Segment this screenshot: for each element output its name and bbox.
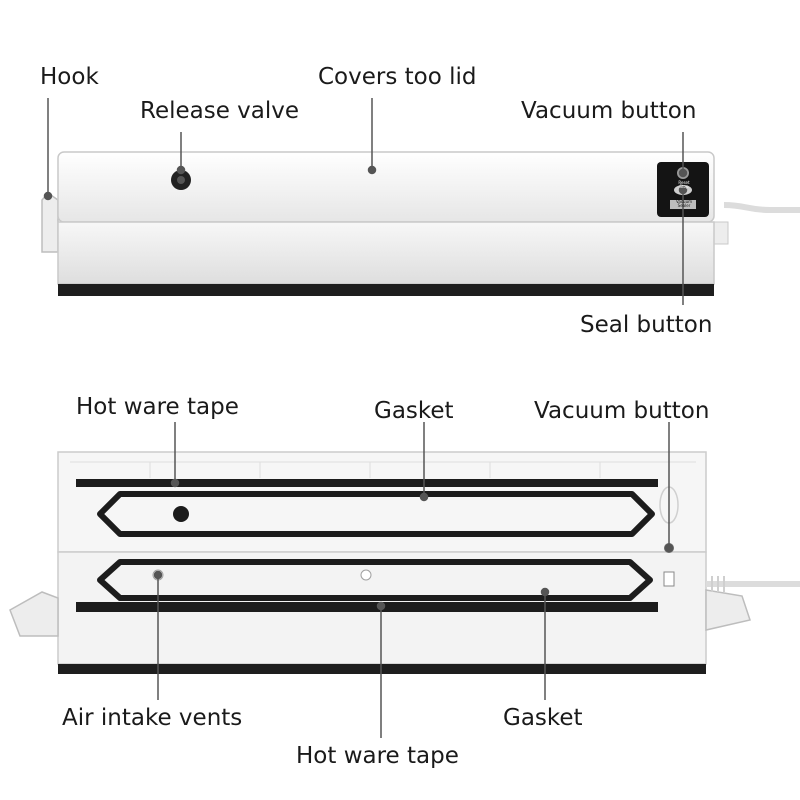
left-hook-bracket <box>9 591 59 637</box>
label-covers-lid: Covers too lid <box>318 64 477 90</box>
label-gasket-top: Gasket <box>374 398 454 424</box>
label-vacuum-button-open: Vacuum button <box>534 398 710 424</box>
hook-shape <box>41 191 59 253</box>
lid-valve-knob <box>173 506 189 522</box>
seal-slot <box>663 571 675 587</box>
air-intake-vent-2 <box>360 569 372 581</box>
hot-wire-tape-top <box>76 479 658 487</box>
power-cord <box>723 202 800 213</box>
gasket-bottom <box>97 559 653 601</box>
label-gasket-bottom: Gasket <box>503 705 583 731</box>
open-leaders <box>153 422 674 738</box>
label-hot-ware-tape-bottom: Hot ware tape <box>296 743 459 769</box>
top-leaders <box>43 98 688 305</box>
label-hook: Hook <box>40 64 99 90</box>
open-sealer <box>9 451 800 674</box>
base <box>57 221 715 285</box>
label-hot-ware-tape-top: Hot ware tape <box>76 394 239 420</box>
closed-sealer <box>41 151 800 296</box>
right-hook-bracket <box>705 589 751 631</box>
label-seal-button: Seal button <box>580 312 713 338</box>
base-foot <box>58 284 714 296</box>
lid <box>57 151 715 223</box>
label-release-valve: Release valve <box>140 98 300 124</box>
label-vacuum-button-top: Vacuum button <box>521 98 697 124</box>
panel-text-1: Reset Stop <box>678 180 690 189</box>
open-base-foot <box>58 664 706 674</box>
release-valve-top <box>177 176 185 184</box>
panel-text-2: Vacuum Sealer <box>675 199 693 208</box>
gasket-top <box>97 491 655 537</box>
label-air-intake-vents: Air intake vents <box>62 705 243 731</box>
hot-wire-tape-bottom <box>76 602 658 612</box>
